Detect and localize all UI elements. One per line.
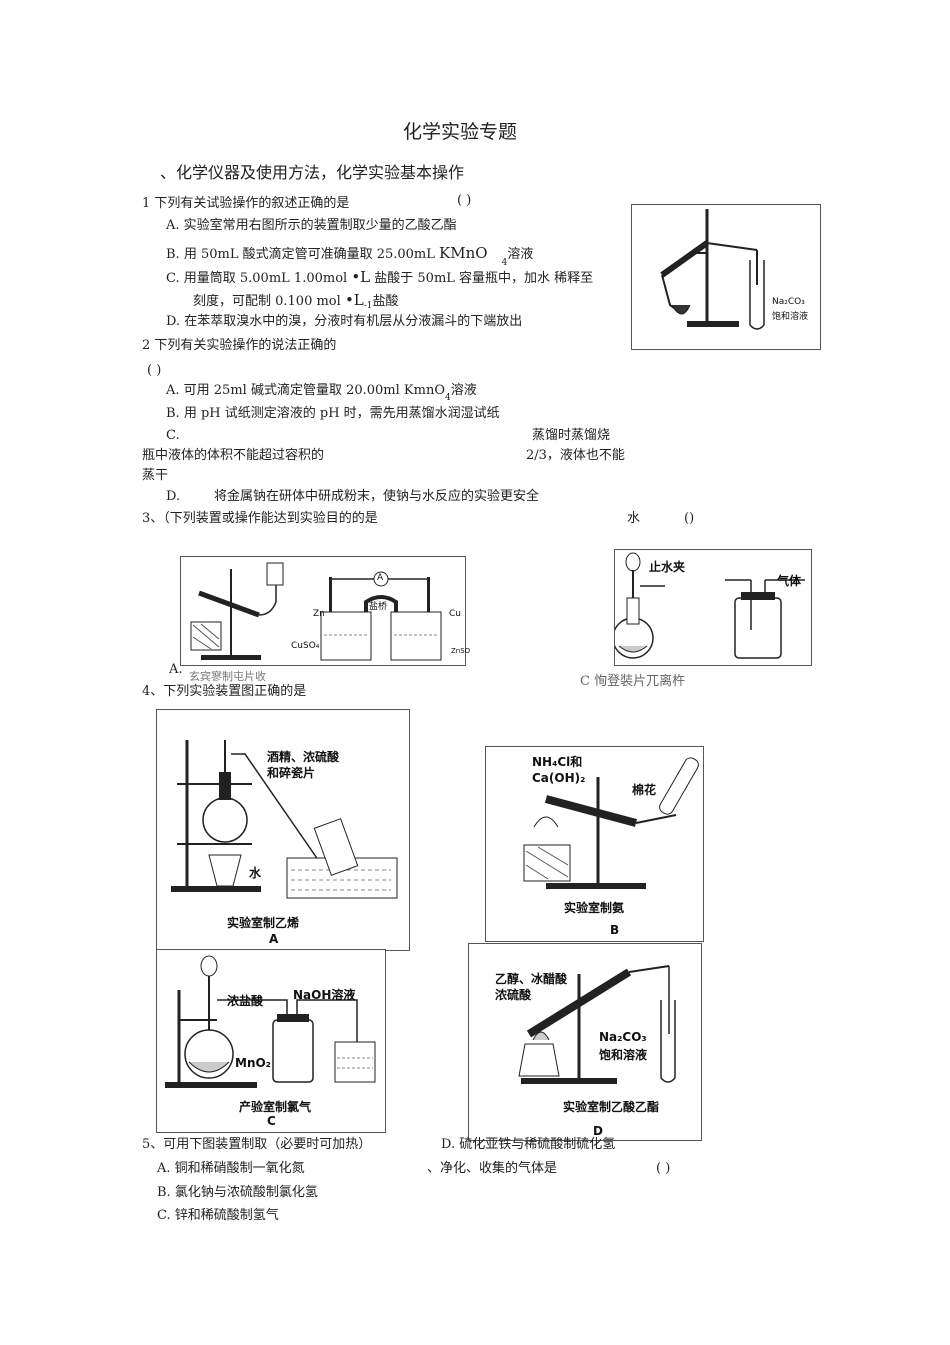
q4-figure-b: NH₄Cl和 Ca(OH)₂ 棉花 实验室制氨 B (485, 746, 704, 942)
q3-cu-label: Cu (449, 609, 461, 619)
q3-znso4-label: ZnSO (451, 647, 471, 655)
q4-stem: 4、下列实验装置图正确的是 (142, 684, 307, 699)
q4c-acid-label: 浓盐酸 (227, 994, 264, 1008)
page-title: 化学实验专题 (403, 121, 518, 143)
q1-option-c-unit2: •L (344, 291, 364, 309)
q5-paren: ( ) (656, 1161, 671, 1176)
q4-figure-c-drawing (165, 955, 376, 1088)
q1-option-b-end: 溶液 (507, 247, 534, 262)
q4-figure-c: 浓盐酸 NaOH溶液 MnO₂ 产验室制氯气 C (156, 949, 386, 1133)
q4b-caption: 实验室制氨 (564, 901, 625, 915)
q2-option-a-end: 溶液 (450, 383, 477, 398)
q3-paren: () (684, 511, 695, 526)
q4a-reagent-label-2: 和碎瓷片 (267, 766, 316, 780)
q1-option-c-sup: -1 (363, 301, 373, 311)
q4c-caption: 产验室制氯气 (239, 1100, 312, 1114)
q3-figure-ab: A Zn Cu 盐桥 CuSO₄ ZnSO (180, 556, 470, 666)
q1-option-b-sub: 4 (501, 258, 508, 268)
q2-paren: ( ) (147, 363, 162, 378)
q4a-water-label: 水 (249, 866, 262, 880)
q5-stem: 5、可用下图装置制取（必要时可加热） (142, 1137, 372, 1152)
q2-option-a-text: A. 可用 25ml 碱式滴定管量取 20.00ml KmnO (166, 383, 445, 398)
q1-option-c-line2-text: 刻度，可配制 0.100 mol (193, 294, 341, 309)
q1-option-c-end: 盐酸 (372, 294, 399, 309)
q1-fig-label-na2co3: Na₂CO₃ (772, 297, 805, 307)
q4-figure-a-drawing (171, 740, 398, 899)
q3-caption-a: 玄宾寥制屯片收 (189, 670, 266, 683)
q4b-reagent-label-2: Ca(OH)₂ (532, 771, 586, 785)
q4c-mno2-label: MnO₂ (235, 1056, 271, 1070)
q4b-letter: B (610, 923, 620, 937)
q2-option-c-right: 蒸馏时蒸馏烧 (532, 428, 611, 443)
q2-option-d-text: 将金属钠在研体中研成粉末，使钠与水反应的实验更安全 (214, 489, 540, 504)
q1-fig-label-solution: 饱和溶液 (772, 312, 809, 322)
q5-stem-continued: 、净化、收集的气体是 (427, 1161, 558, 1176)
q1-apparatus-drawing (660, 209, 765, 330)
q4c-letter: C (267, 1114, 276, 1128)
q4b-cotton-label: 棉花 (632, 783, 657, 797)
q4a-reagent-label-1: 酒精、浓硫酸 (267, 750, 340, 764)
q1-option-c-unit: •L (351, 268, 371, 286)
q2-option-c: C. (166, 428, 180, 443)
q3-stem: 3、（下列装置或操作能达到实验目的的是 (142, 511, 378, 526)
q4-figure-d: 乙醇、冰醋酸 浓硫酸 Na₂CO₃ 饱和溶液 实验室制乙酸乙酯 D (468, 943, 702, 1141)
q3-ammeter-label: A (377, 573, 384, 583)
q2-option-c-line2-right: 2/3，液体也不能 (526, 448, 625, 463)
q4d-caption: 实验室制乙酸乙酯 (563, 1100, 660, 1114)
q2-option-b: B. 用 pH 试纸测定溶液的 pH 时，需先用蒸馏水润湿试纸 (166, 406, 500, 421)
q1-option-a: A. 实验室常用右图所示的装置制取少量的乙酸乙酯 (166, 218, 457, 233)
q4d-letter: D (593, 1124, 603, 1138)
q1-option-c: C. 用量筒取 5.00mL 1.00mol •L 盐酸于 50mL 容量瓶中，… (166, 269, 593, 287)
q4a-caption: 实验室制乙烯 (227, 916, 300, 930)
q4d-reagent-label-1: 乙醇、冰醋酸 (495, 972, 568, 986)
q1-option-d: D. 在苯萃取溴水中的溴，分液时有机层从分液漏斗的下端放出 (166, 314, 523, 329)
q1-option-c-text: C. 用量筒取 5.00mL 1.00mol (166, 271, 348, 286)
q4-figure-a: 酒精、浓硫酸 和碎瓷片 水 实验室制乙烯 A (156, 709, 410, 951)
q3-figure-cd-drawing (615, 552, 805, 659)
q3-salt-bridge-label: 盐桥 (369, 602, 388, 612)
q1-option-b-text: B. 用 50mL 酸式滴定管可准确量取 25.00mL (166, 247, 435, 262)
q3-figure-cd: 止水夹 气体 (614, 549, 812, 666)
q4a-letter: A (269, 932, 279, 946)
q4c-naoh-label: NaOH溶液 (293, 988, 356, 1002)
q5-option-b: B. 氯化钠与浓硫酸制氯化氢 (157, 1185, 318, 1200)
q4b-reagent-label-1: NH₄Cl和 (532, 755, 583, 769)
q3-caption-c: C 恂登裝片兀离杵 (580, 674, 686, 689)
q4-figure-d-drawing (518, 965, 676, 1084)
q4d-saturated-label: 饱和溶液 (599, 1048, 648, 1062)
q5-option-a: A. 铜和稀硝酸制一氧化氮 (157, 1161, 305, 1176)
q2-option-c-line3: 蒸干 (142, 468, 169, 483)
q1-option-c-mid: 盐酸于 50mL 容量瓶中，加水 稀释至 (374, 271, 594, 286)
q2-option-a: A. 可用 25ml 碱式滴定管量取 20.00ml KmnO4溶液 (166, 383, 477, 403)
q3-zn-label: Zn (313, 609, 325, 619)
q4d-reagent-label-2: 浓硫酸 (495, 988, 532, 1002)
q2-stem: 2 下列有关实验操作的说法正确的 (142, 338, 337, 353)
section-heading: 、化学仪器及使用方法，化学实验基本操作 (160, 163, 465, 182)
q1-option-b-formula: KMnO (439, 244, 488, 262)
q1-stem: 1 下列有关试验操作的叙述正确的是 (142, 196, 350, 211)
q2-option-c-line2: 瓶中液体的体积不能超过容积的 (142, 448, 325, 463)
q1-option-b: B. 用 50mL 酸式滴定管可准确量取 25.00mL KMnO 4溶液 (166, 244, 534, 268)
q5-option-d: D. 硫化亚铁与稀硫酸制硫化氢 (441, 1137, 616, 1152)
q3-gas-label: 气体 (777, 574, 802, 588)
q1-paren: ( ) (457, 193, 472, 208)
q3-caption-a-letter: A. (169, 662, 183, 677)
q4-figure-b-drawing (523, 757, 699, 889)
q1-option-c-line2: 刻度，可配制 0.100 mol •L-1盐酸 (193, 292, 399, 311)
q3-right-text: 水 (627, 511, 641, 526)
q1-apparatus-figure: Na₂CO₃ 饱和溶液 (631, 204, 821, 350)
q2-option-a-sub: 4 (444, 393, 451, 403)
q3-figure-ab-drawing (190, 562, 442, 661)
q3-clamp-label: 止水夹 (649, 560, 686, 574)
q4d-na2co3-label: Na₂CO₃ (599, 1030, 647, 1044)
q2-option-d: D. (166, 489, 181, 504)
q3-cuso4-label: CuSO₄ (291, 641, 320, 651)
q5-option-c: C. 锌和稀硫酸制氢气 (157, 1208, 279, 1223)
